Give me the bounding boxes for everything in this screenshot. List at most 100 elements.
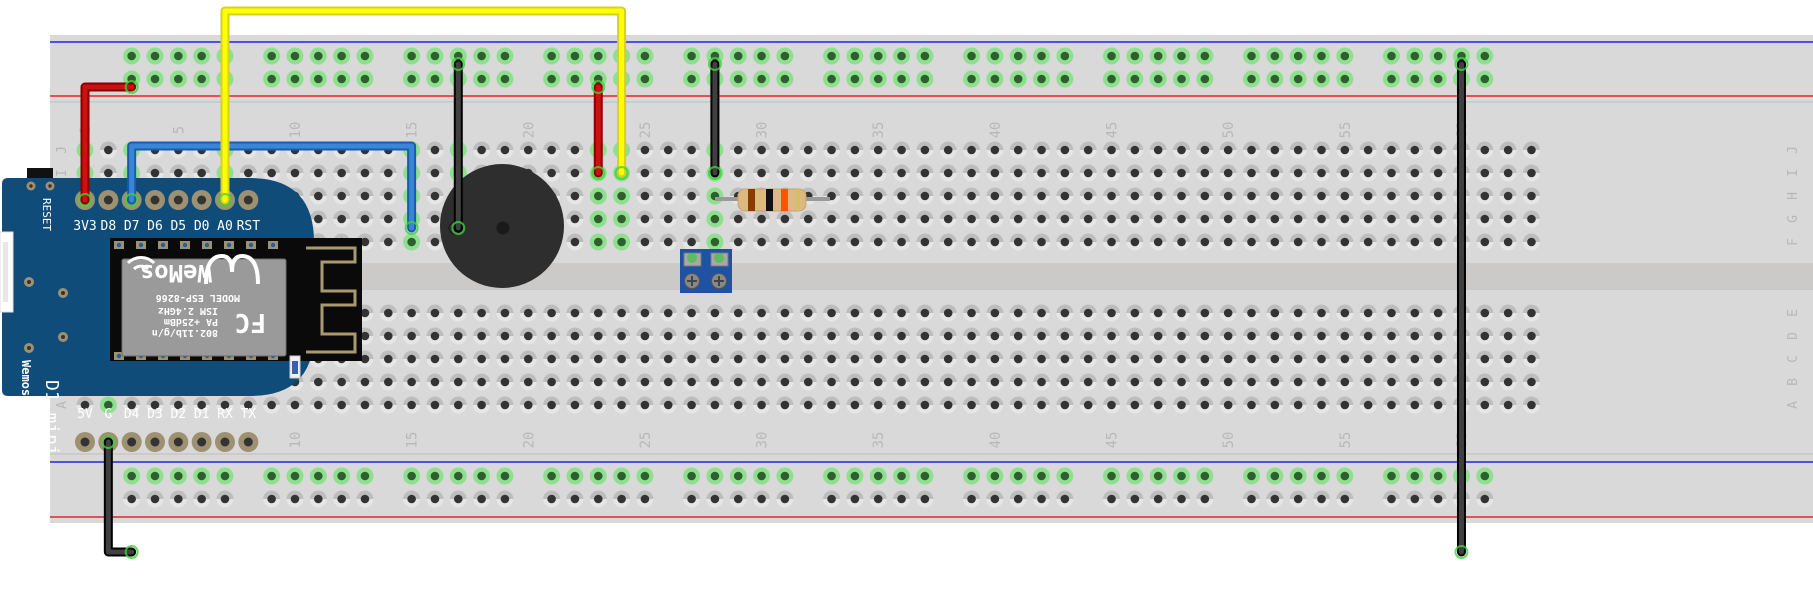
hole-center xyxy=(383,237,393,247)
hole-center xyxy=(267,74,276,84)
hole-center xyxy=(1527,331,1536,341)
hole-center xyxy=(1527,354,1536,364)
hole-center xyxy=(687,354,696,364)
hole-center xyxy=(430,145,440,155)
hole-center xyxy=(710,237,720,247)
hole-center xyxy=(617,308,626,318)
module-brand: WeMos xyxy=(140,259,212,287)
hole-center xyxy=(500,308,510,318)
wire-endpoint[interactable] xyxy=(614,166,629,180)
wemos-d1-mini-board[interactable]: RESET D1 mini Wemos.cc WeMos MODEL ESP-8… xyxy=(0,168,362,456)
hole-center xyxy=(547,471,556,481)
pin-label-3v3: 3V3 xyxy=(73,219,96,234)
wire-3v3-power[interactable] xyxy=(78,80,139,207)
wire-endpoint[interactable] xyxy=(124,80,139,94)
hole-center xyxy=(430,494,440,504)
hole-center xyxy=(850,214,860,224)
hole-center xyxy=(1177,471,1186,481)
wire-endpoint[interactable] xyxy=(591,80,606,94)
wemos-logo-icon xyxy=(204,253,260,285)
module-freq: ISM 2.4GHz xyxy=(158,305,218,316)
hole-center xyxy=(687,400,696,410)
hole-center xyxy=(990,471,1000,481)
hole-center xyxy=(967,331,976,341)
wire-endpoint[interactable] xyxy=(1454,57,1469,71)
hole-center xyxy=(1410,191,1420,201)
hole-center xyxy=(1247,214,1256,224)
hole-center xyxy=(1060,214,1070,224)
hole-center xyxy=(850,51,860,61)
resistor-band xyxy=(748,189,755,211)
hole-center xyxy=(897,400,906,410)
hole-center xyxy=(1340,74,1350,84)
hole-center xyxy=(827,74,836,84)
hole-center xyxy=(500,354,510,364)
hole-center xyxy=(1060,308,1070,318)
wire-endpoint[interactable] xyxy=(124,545,139,559)
wire-rail-ground-bridge[interactable] xyxy=(1454,57,1469,559)
hole-center xyxy=(710,354,720,364)
screw-terminal[interactable] xyxy=(680,249,732,293)
hole-center xyxy=(780,354,790,364)
hole-center xyxy=(1363,168,1373,178)
reset-button[interactable] xyxy=(27,168,53,179)
hole-center xyxy=(1317,74,1326,84)
hole-center xyxy=(803,308,813,318)
hole-center xyxy=(267,471,276,481)
hole-center xyxy=(780,308,790,318)
hole-center xyxy=(523,308,533,318)
wire-endpoint[interactable] xyxy=(707,57,722,71)
hole-center xyxy=(873,354,883,364)
wire-endpoint[interactable] xyxy=(217,193,232,207)
wire-a0-sensor[interactable] xyxy=(217,6,629,207)
hole-center xyxy=(593,377,603,387)
hole-center xyxy=(1153,74,1163,84)
wire-endpoint[interactable] xyxy=(451,221,466,235)
hole-center xyxy=(1270,74,1280,84)
hole-center xyxy=(920,354,930,364)
wire-board-gnd[interactable] xyxy=(101,435,139,559)
hole-center xyxy=(220,400,230,410)
hole-center xyxy=(1340,214,1350,224)
wire-endpoint[interactable] xyxy=(101,435,116,449)
wire-buzzer-gnd[interactable] xyxy=(451,57,466,235)
hole-center xyxy=(267,51,276,61)
hole-center xyxy=(337,74,346,84)
hole-center xyxy=(570,308,580,318)
wire-endpoint[interactable] xyxy=(451,57,466,71)
hole-center xyxy=(104,400,113,410)
hole-center xyxy=(383,214,393,224)
hole-center xyxy=(1293,168,1303,178)
hole-center xyxy=(803,331,813,341)
hole-center xyxy=(337,494,346,504)
hole-center xyxy=(174,494,183,504)
hole-center xyxy=(990,494,1000,504)
wire-endpoint[interactable] xyxy=(124,193,139,207)
hole-center xyxy=(1433,237,1443,247)
wire-endpoint[interactable] xyxy=(404,221,419,235)
piezo-buzzer[interactable]: + xyxy=(440,164,564,288)
wire-endpoint[interactable] xyxy=(707,166,722,180)
hole-center xyxy=(920,51,930,61)
wire-resistor-gnd[interactable] xyxy=(707,57,722,180)
column-label: 20 xyxy=(521,122,537,139)
resistor[interactable] xyxy=(715,188,830,212)
hole-center xyxy=(570,168,580,178)
wire-endpoint[interactable] xyxy=(78,193,92,207)
hole-center xyxy=(1363,237,1373,247)
hole-center xyxy=(1107,471,1116,481)
hole-center xyxy=(850,308,860,318)
wire-sensor-power[interactable] xyxy=(591,80,606,180)
hole-center xyxy=(897,214,906,224)
hole-center xyxy=(1317,308,1326,318)
pin-label-d7: D7 xyxy=(124,219,140,234)
wire-d7-buzzer[interactable] xyxy=(124,141,419,235)
wire-endpoint[interactable] xyxy=(591,166,606,180)
hole-center xyxy=(757,168,766,178)
hole-center xyxy=(663,168,673,178)
wire-core xyxy=(129,143,415,231)
hole-center xyxy=(687,51,696,61)
hole-center xyxy=(780,494,790,504)
hole-center xyxy=(1130,308,1140,318)
wire-endpoint[interactable] xyxy=(1454,545,1469,559)
